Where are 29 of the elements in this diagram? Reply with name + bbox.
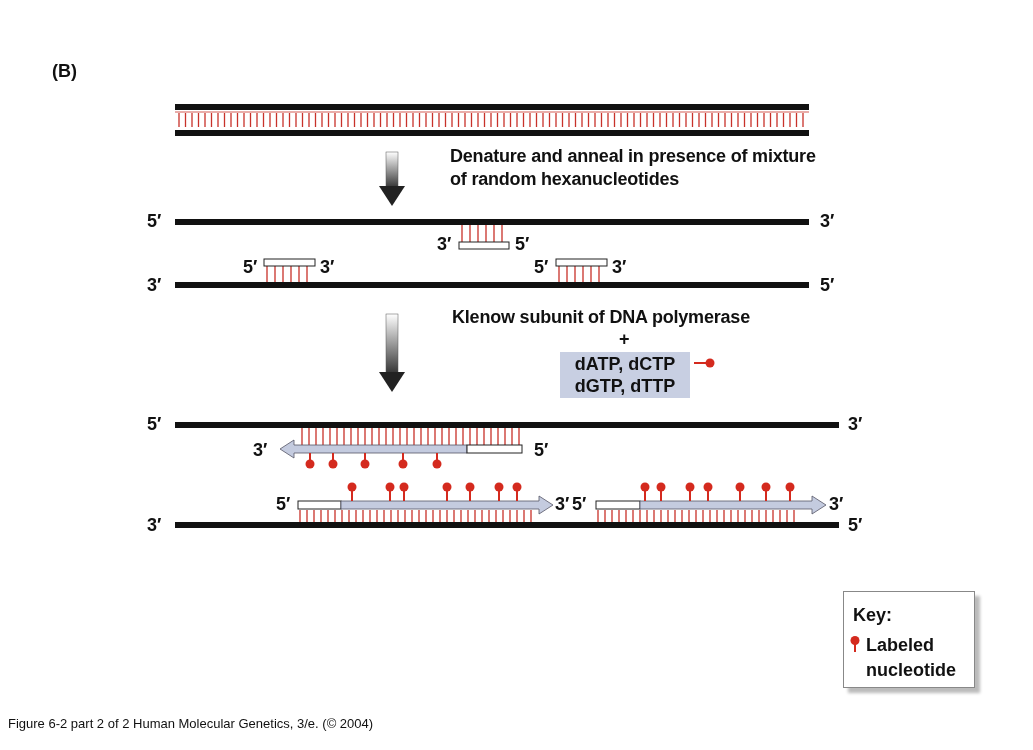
reagent-text: dATP, dCTP dGTP, dTTP (573, 353, 677, 397)
strand-end-label: 3′ (555, 493, 570, 516)
caption: Figure 6-2 part 2 of 2 Human Molecular Genetics, 3/e. (© 2004) (8, 715, 374, 733)
legend-text: Labeled nucleotide (866, 634, 957, 682)
strand-end-label: Denature and anneal in presence of mixture of random hexanucleotides (450, 145, 817, 191)
strand-end-label: 3′ (848, 413, 863, 436)
strand-end-label: 5′ (276, 493, 291, 516)
strand-end-label: Klenow subunit of DNA polymerase (452, 306, 750, 329)
strand-end-label: 5′ (848, 514, 863, 537)
key-title: Key: (853, 604, 892, 627)
strand-end-label: 3′ (253, 439, 268, 462)
strand-end-label: 5′ (147, 210, 162, 233)
panel-label: (B) (52, 60, 77, 83)
strand-end-label: 3′ (147, 514, 162, 537)
strand-end-label: 3′ (612, 256, 627, 279)
strand-end-label: 5′ (147, 413, 162, 436)
strand-end-label: + (619, 328, 630, 351)
strand-end-label: 5′ (534, 256, 549, 279)
strand-end-label: 5′ (243, 256, 258, 279)
strand-end-label: 3′ (147, 274, 162, 297)
reagent-box (560, 352, 690, 398)
strand-end-label: 5′ (534, 439, 549, 462)
strand-end-label: 5′ (515, 233, 530, 256)
strand-end-label: 5′ (572, 493, 587, 516)
strand-end-label: 3′ (820, 210, 835, 233)
strand-end-label: 3′ (829, 493, 844, 516)
strand-end-label: 3′ (320, 256, 335, 279)
strand-end-label: 3′ (437, 233, 452, 256)
strand-end-label: 5′ (820, 274, 835, 297)
